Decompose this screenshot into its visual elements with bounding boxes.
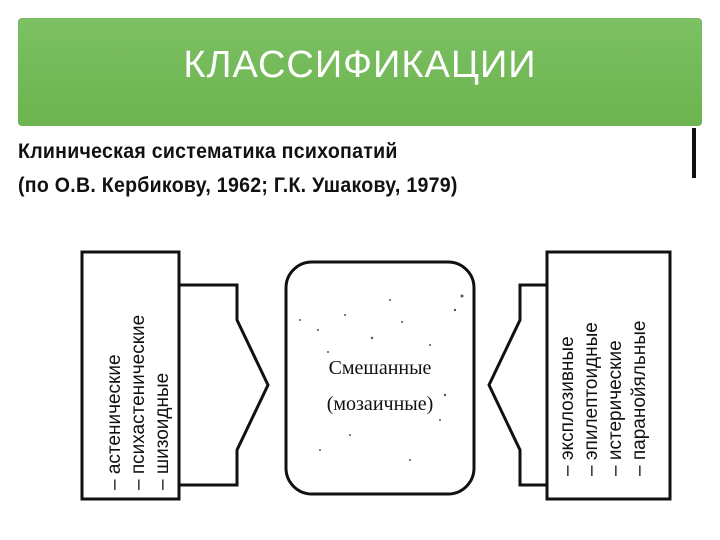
center-box	[284, 260, 476, 496]
right-item-2: – эпилептоидные	[581, 322, 602, 476]
slide-title: КЛАССИФИКАЦИИ	[183, 44, 537, 86]
left-item-3: – шизоидные	[152, 373, 173, 490]
left-arrow	[179, 283, 270, 487]
center-label-2: (мозаичные)	[327, 393, 434, 415]
left-item-1: – астенические	[104, 354, 125, 490]
subtitle-line-1: Клиническая систематика психопатий	[18, 140, 398, 163]
subtitle-line-2: (по О.В. Кербикову, 1962; Г.К. Ушакову, …	[18, 174, 458, 197]
edge-line	[692, 128, 696, 178]
right-item-1: – эксплозивные	[557, 336, 578, 476]
left-item-2: – психастенические	[128, 315, 149, 490]
right-item-4: – паранойяльные	[629, 321, 650, 477]
right-box	[545, 250, 672, 501]
right-item-3: – истерические	[605, 340, 626, 476]
title-banner	[18, 18, 702, 126]
left-box	[80, 250, 181, 501]
right-arrow	[487, 283, 547, 487]
center-label-1: Смешанные	[329, 357, 432, 379]
scan-noise	[299, 294, 464, 461]
